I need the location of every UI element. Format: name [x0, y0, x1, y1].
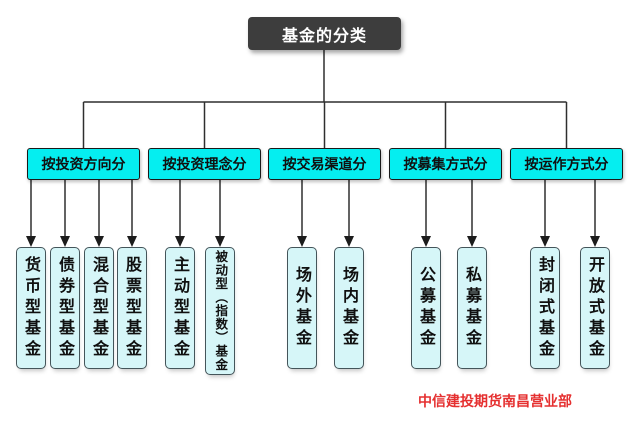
- category-label: 按投资方向分: [41, 157, 126, 173]
- leaf-box-exchange-fund: 场内基金: [334, 247, 364, 369]
- leaf-label: 开放式基金: [586, 255, 605, 361]
- category-box-investment-direction: 按投资方向分: [27, 148, 140, 180]
- watermark-text: 中信建投期货南昌营业部: [418, 394, 572, 410]
- leaf-box-hybrid-fund: 混合型基金: [84, 247, 114, 369]
- leaf-label: 场外基金: [293, 266, 312, 350]
- category-label: 按运作方式分: [524, 157, 609, 173]
- leaf-box-public-fund: 公募基金: [411, 247, 441, 369]
- leaf-label: 混合型基金: [90, 255, 109, 361]
- leaf-box-closed-end-fund: 封闭式基金: [530, 247, 560, 369]
- leaf-box-otc-fund: 场外基金: [287, 247, 317, 369]
- leaf-label: 公募基金: [417, 266, 436, 350]
- diagram-title: 基金的分类: [248, 17, 401, 50]
- leaf-label: 货币型基金: [22, 255, 41, 361]
- leaf-label: 私募基金: [463, 266, 482, 350]
- leaf-box-active-fund: 主动型基金: [165, 247, 195, 369]
- leaf-box-money-fund: 货币型基金: [16, 247, 46, 369]
- diagram-title-label: 基金的分类: [281, 25, 367, 45]
- category-label: 按交易渠道分: [282, 157, 367, 173]
- leaf-label: 被动型（指数）基金: [213, 250, 229, 372]
- leaf-label: 场内基金: [340, 266, 359, 350]
- category-box-investment-philosophy: 按投资理念分: [148, 148, 261, 180]
- leaf-box-passive-index-fund: 被动型（指数）基金: [205, 247, 235, 375]
- category-label: 按募集方式分: [403, 157, 488, 173]
- category-box-trading-channel: 按交易渠道分: [268, 148, 381, 180]
- arrowheads: [26, 236, 600, 247]
- leaf-box-stock-fund: 股票型基金: [117, 247, 147, 369]
- leaf-box-bond-fund: 债券型基金: [50, 247, 80, 369]
- leaf-label: 股票型基金: [123, 255, 142, 361]
- leaf-label: 主动型基金: [171, 255, 190, 361]
- category-box-operation-mode: 按运作方式分: [510, 148, 623, 180]
- leaf-box-private-fund: 私募基金: [457, 247, 487, 369]
- leaf-box-open-end-fund: 开放式基金: [580, 247, 610, 369]
- leaf-label: 封闭式基金: [536, 255, 555, 361]
- leaf-label: 债券型基金: [56, 255, 75, 361]
- category-box-fundraising-method: 按募集方式分: [389, 148, 502, 180]
- category-label: 按投资理念分: [162, 157, 247, 173]
